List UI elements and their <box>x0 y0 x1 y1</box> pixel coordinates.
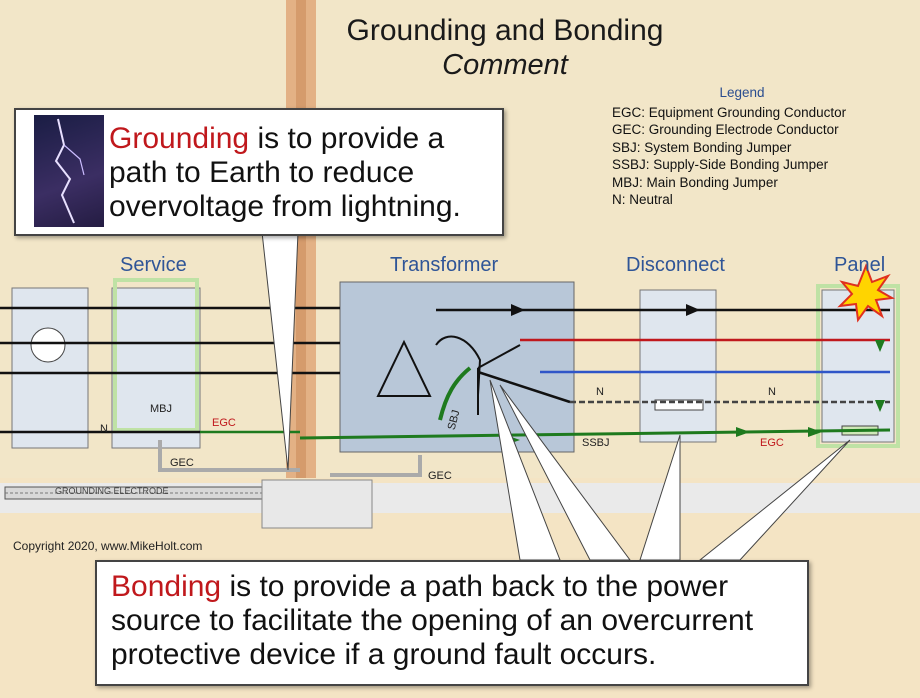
label-gec-service: GEC <box>170 457 194 469</box>
section-panel: Panel <box>834 254 886 276</box>
grounding-text: is to provide a path to Earth to reduce … <box>109 122 461 223</box>
diagram-title: Grounding and Bonding Comment <box>300 14 710 82</box>
bonding-callout: Bonding is to provide a path back to the… <box>95 560 809 686</box>
label-grounding-electrode: GROUNDING ELECTRODE <box>55 486 169 496</box>
legend-item: GEC: Grounding Electrode Conductor <box>612 122 839 137</box>
legend-title: Legend <box>719 85 765 100</box>
label-n-panel: N <box>768 386 776 398</box>
label-n-disconnect: N <box>596 386 604 398</box>
grounding-callout: Grounding is to provide a path to Earth … <box>14 108 504 236</box>
bonding-definition: Bonding is to provide a path back to the… <box>111 570 801 672</box>
grounding-keyword: Grounding <box>109 122 250 155</box>
lightning-bolt-icon <box>54 118 85 224</box>
lightning-image <box>34 115 104 227</box>
service-enclosure <box>111 287 201 449</box>
delta-winding <box>376 339 432 397</box>
label-n-service: N <box>100 423 108 435</box>
title-main: Grounding and Bonding <box>346 14 664 47</box>
copyright: Copyright 2020, www.MikeHolt.com <box>13 539 203 553</box>
egc-conductor <box>299 428 891 440</box>
label-gec-transformer: GEC <box>428 470 452 482</box>
legend-item: N: Neutral <box>612 192 673 207</box>
legend-item: SBJ: System Bonding Jumper <box>612 139 792 155</box>
label-egc-panel: EGC <box>760 437 784 449</box>
meter-enclosure <box>11 287 89 449</box>
disconnect-enclosure <box>639 289 717 443</box>
section-service: Service <box>120 254 187 276</box>
bonding-keyword: Bonding <box>111 570 222 603</box>
legend: Legend EGC: Equipment Grounding Conducto… <box>612 84 912 209</box>
bonding-text: is to provide a path back to the power s… <box>111 570 754 671</box>
grounding-definition: Grounding is to provide a path to Earth … <box>109 122 499 224</box>
meter-icon <box>30 327 66 363</box>
section-disconnect: Disconnect <box>626 254 725 276</box>
section-transformer: Transformer <box>390 254 499 276</box>
legend-item: MBJ: Main Bonding Jumper <box>612 174 778 190</box>
legend-item: EGC: Equipment Grounding Conductor <box>612 104 847 120</box>
label-mbj: MBJ <box>150 403 172 415</box>
label-egc-service: EGC <box>212 417 236 429</box>
label-ssbj: SSBJ <box>582 437 610 449</box>
legend-item: SSBJ: Supply-Side Bonding Jumper <box>612 157 829 172</box>
title-subtitle: Comment <box>442 49 568 81</box>
fault-starburst <box>837 263 896 323</box>
